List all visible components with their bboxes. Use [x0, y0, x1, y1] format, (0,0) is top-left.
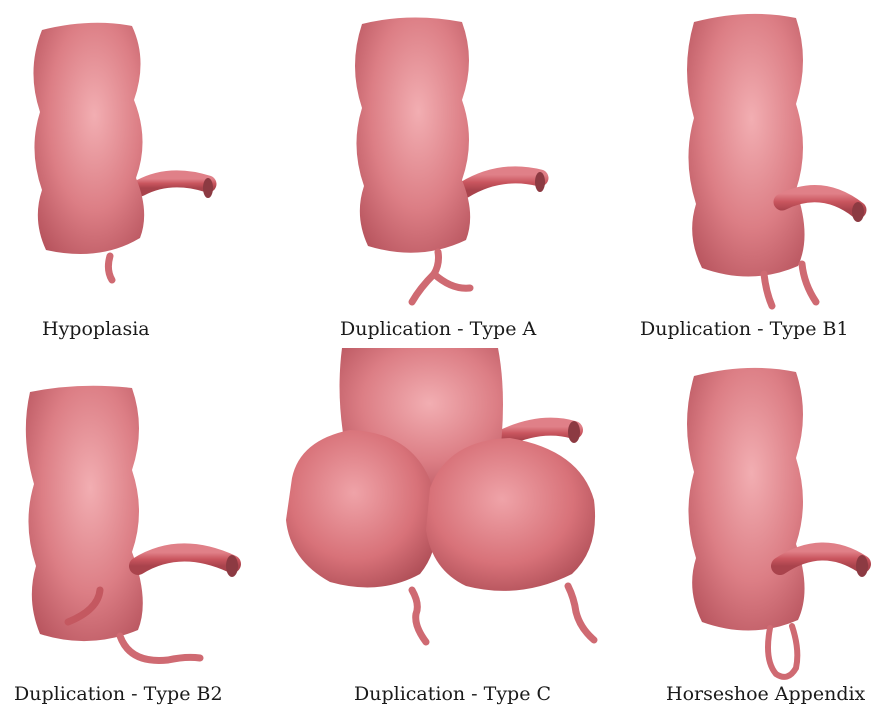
caption-horseshoe-appendix: Horseshoe Appendix [666, 683, 865, 705]
ileum-opening [856, 555, 868, 577]
appendix-branch-right [434, 274, 470, 288]
ileum [780, 551, 862, 566]
colon [33, 23, 144, 254]
panel-duplication-type-b1 [687, 14, 864, 306]
ileum [500, 427, 574, 440]
appendix [108, 256, 112, 280]
appendix-branch-left [412, 274, 434, 302]
caption-duplication-type-a: Duplication - Type A [340, 318, 536, 340]
ileum [464, 175, 540, 190]
appendix-left [412, 590, 426, 642]
panel-horseshoe-appendix [687, 368, 868, 677]
cecum-right [426, 438, 595, 591]
ileum-opening [203, 178, 213, 198]
appendix-right [802, 264, 816, 302]
colon [26, 386, 143, 641]
ileum [140, 179, 208, 188]
ileum-opening [568, 421, 580, 443]
colon [355, 17, 470, 252]
caption-hypoplasia: Hypoplasia [42, 318, 150, 340]
ileum-opening [226, 555, 238, 577]
appendix-from-taenia [120, 636, 200, 661]
panel-duplication-type-a [355, 17, 545, 302]
ileum-opening [852, 202, 864, 222]
caption-duplication-type-b2: Duplication - Type B2 [14, 683, 223, 705]
appendix-left [764, 274, 772, 306]
caption-duplication-type-b1: Duplication - Type B1 [640, 318, 849, 340]
panel-hypoplasia [33, 23, 213, 280]
colon [687, 368, 805, 631]
horseshoe-appendix-loop [768, 626, 797, 677]
panel-duplication-type-c [286, 348, 595, 642]
appendix-right [568, 586, 594, 640]
colon [687, 14, 805, 277]
ileum [138, 552, 232, 566]
caption-duplication-type-c: Duplication - Type C [354, 683, 551, 705]
ileum-opening [535, 172, 545, 192]
panel-duplication-type-b2 [26, 386, 238, 661]
